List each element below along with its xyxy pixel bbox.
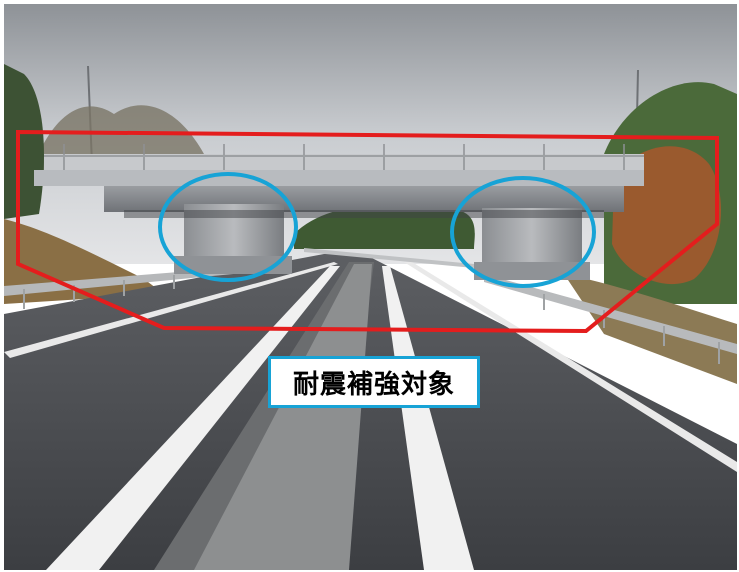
median-curb [194,264,372,570]
pier-right [482,208,582,270]
guardrail-right-posts [543,294,720,364]
guardrail-far [304,248,474,268]
lane-line-right-inner [382,266,474,570]
road-surface [4,254,737,570]
guardrail-left-posts [23,275,175,309]
target-outline [16,129,719,334]
photo [4,4,737,570]
bridge-shadow [124,210,604,218]
overpass-photo [4,4,737,570]
lane-line-left-inner [46,266,340,570]
bridge-railing-posts [63,144,625,172]
pier-highlight-right [450,176,596,288]
lane-line-right-outer [404,262,737,472]
lane-line-left-outer [4,262,338,358]
pier-right-footing [474,262,590,280]
caption-box: 耐震補強対象 [268,356,480,408]
pier-left-footing [174,256,292,274]
caption-label: 耐震補強対象 [292,369,455,400]
guardrail-right [484,274,737,354]
bridge-railing [44,154,644,172]
pier-highlight-left [158,172,298,282]
annotation-overlay [16,129,719,334]
